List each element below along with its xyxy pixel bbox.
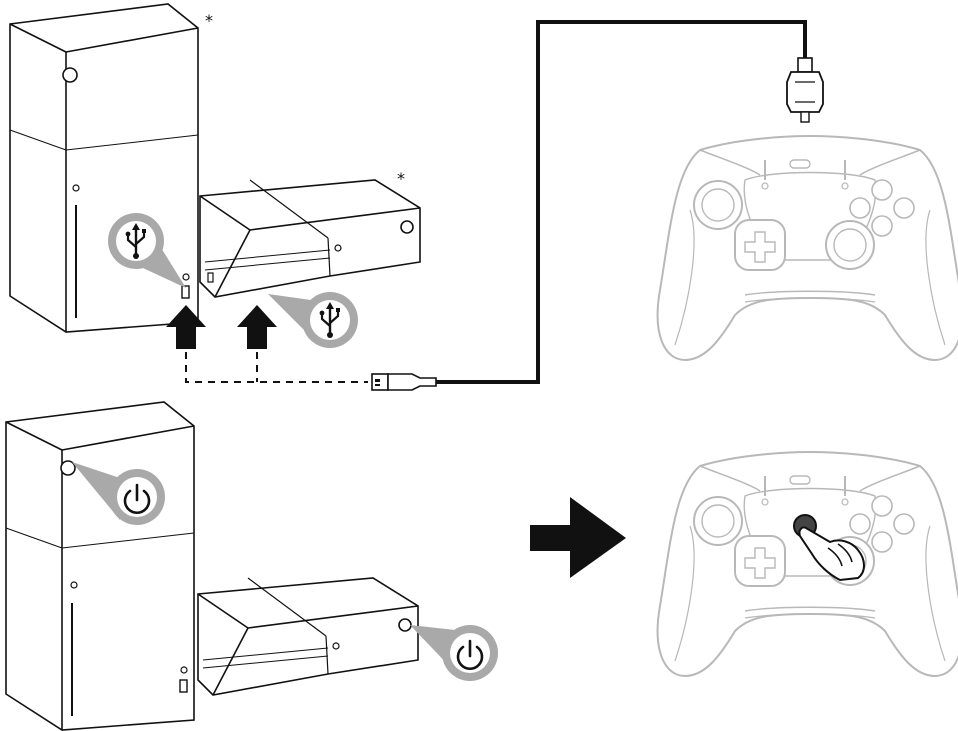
series-x-usb-port [179,679,188,693]
series-x-pair-button [70,581,78,589]
controller [656,135,958,361]
series-x-usb-port [181,285,190,299]
one-x-power-button [400,220,414,234]
series-x-power-callout-wedge [72,462,120,520]
series-x-power-led [62,67,78,83]
xbox-series-x-console [9,3,199,333]
arrow-right-icon [530,497,626,578]
xbox-one-x-console [199,179,421,298]
one-x-pair-button [334,244,342,252]
xbox-series-x-console [5,401,195,731]
xbox-one-x-console [197,577,419,696]
series-x-eject-button [182,273,190,281]
top-panel: * * [9,3,958,391]
usb-cable [436,20,807,384]
series-x-eject-button [180,666,188,674]
series-x-asterisk: * [205,11,213,30]
one-x-power-button [398,618,412,632]
bottom-flat-console-group [197,577,419,696]
usb-dashed-guide [185,352,368,383]
pointing-hand-icon [798,526,865,582]
series-x-pair-button [72,184,80,192]
one-x-usb-port [207,272,214,283]
controller [656,451,958,677]
usb-c-plug [786,57,824,123]
series-x-power-button [60,460,76,476]
arrow-up-icon [237,305,277,349]
bottom-controller-group [656,451,958,677]
bottom-panel [5,401,195,731]
usb-a-plug [371,373,437,391]
one-x-asterisk: * [397,169,405,188]
one-x-pair-button [332,642,340,650]
